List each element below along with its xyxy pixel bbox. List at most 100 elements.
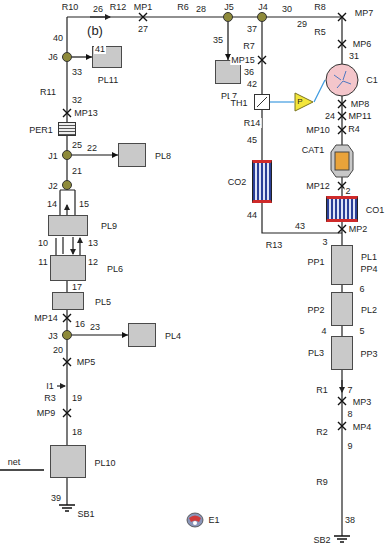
heat-exchanger: CO1 xyxy=(326,196,358,222)
component-label: PP4 xyxy=(359,264,378,274)
component-label: C1 xyxy=(365,75,379,85)
component-label: J5 xyxy=(223,2,235,12)
catalyst-unit: CAT1 xyxy=(330,144,354,178)
connector xyxy=(227,22,228,60)
component-label: PL2 xyxy=(360,305,378,315)
component-label: PL8 xyxy=(154,151,172,161)
callout-label: 16 xyxy=(74,319,86,329)
callout-label: PP1 xyxy=(306,257,325,267)
callout-label: 14 xyxy=(46,199,58,209)
callout-label: R1 xyxy=(315,385,329,395)
callout-label: 42 xyxy=(246,79,258,89)
panel-letter: (b) xyxy=(86,23,104,38)
compressor-outline xyxy=(326,64,358,96)
component-label: PER1 xyxy=(28,125,54,135)
connector xyxy=(72,154,118,155)
component-label: J1 xyxy=(47,151,59,161)
component-label: PL4 xyxy=(164,331,182,341)
connector xyxy=(270,101,294,102)
compressor-circle: C1 xyxy=(325,63,359,97)
junction-node: J3 xyxy=(62,330,72,340)
pipe-number: 22 xyxy=(86,143,98,153)
component-label: PL11 xyxy=(97,75,119,85)
callout-label: R11 xyxy=(39,87,57,97)
heat-exchanger: CO2 xyxy=(252,160,272,203)
callout-label: 9 xyxy=(346,441,353,451)
component-label: CAT1 xyxy=(301,145,325,155)
callout-label: MP8 xyxy=(350,99,371,109)
callout-label: 20 xyxy=(52,345,64,355)
engine-body xyxy=(187,513,203,527)
ground-symbol xyxy=(59,505,350,542)
pipe-number: 23 xyxy=(89,322,101,332)
callout-label: 11 xyxy=(37,257,48,267)
catalyst-core xyxy=(335,152,349,170)
callout-label: R13 xyxy=(265,240,284,250)
callout-label: R6 xyxy=(176,2,190,12)
junction-node: J5 xyxy=(223,12,233,22)
component-label: J6 xyxy=(47,52,59,62)
component-label: J4 xyxy=(257,2,269,12)
callout-label: 6 xyxy=(358,284,365,294)
component-label: PL1 xyxy=(360,252,378,262)
callout-label: MP12 xyxy=(305,181,331,191)
thermostat-detail xyxy=(257,97,267,107)
junction-node: J2 xyxy=(62,180,72,190)
callout-label: 40 xyxy=(52,33,64,43)
component-label: CO1 xyxy=(365,205,386,215)
component-label: TH1 xyxy=(229,98,248,108)
filter-unit: PER1 xyxy=(58,122,76,136)
callout-label: MP11 xyxy=(348,111,373,121)
callout-label: MP13 xyxy=(73,108,99,118)
callout-label: MP9 xyxy=(36,408,57,418)
component-box: PL2 xyxy=(331,292,353,326)
callout-label: R3 xyxy=(43,393,57,403)
component-label: PP3 xyxy=(359,349,378,359)
callout-label: 3 xyxy=(321,237,328,247)
callout-label: 28 xyxy=(195,4,207,14)
callout-label: 10 xyxy=(37,238,49,248)
component-label: PL6 xyxy=(106,264,124,274)
component-box: PL9 xyxy=(48,215,88,236)
callout-label: MP14 xyxy=(33,313,59,323)
callout-label: MP5 xyxy=(76,357,97,367)
callout-label: 30 xyxy=(281,4,293,14)
component-label: P xyxy=(296,97,303,107)
callout-label: 32 xyxy=(71,95,83,105)
component-box: PL6 xyxy=(50,255,86,281)
component-label: J2 xyxy=(47,181,59,191)
component-box: PL5 xyxy=(52,292,84,310)
component-label: E1 xyxy=(207,515,220,525)
pipe-number: 35 xyxy=(212,35,224,45)
callout-label: MP6 xyxy=(352,39,373,49)
callout-label: 19 xyxy=(71,393,83,403)
callout-label: R12 xyxy=(109,2,128,12)
callout-label: R2 xyxy=(315,427,329,437)
callout-label: net xyxy=(7,457,22,467)
callout-label: 45 xyxy=(246,135,258,145)
callout-label: 29 xyxy=(296,19,308,29)
engine-detail xyxy=(193,521,197,525)
callout-label: R7 xyxy=(242,41,256,51)
callout-label: 13 xyxy=(87,238,99,248)
callout-label: 43 xyxy=(294,221,306,231)
callout-label: MP2 xyxy=(348,224,369,234)
pump-triangle: P xyxy=(294,92,314,112)
callout-label: SB1 xyxy=(76,509,95,519)
callout-label: 12 xyxy=(87,257,99,267)
callout-label: 5 xyxy=(358,326,365,336)
callout-label: R8 xyxy=(313,2,327,12)
shape-outline xyxy=(255,95,269,109)
callout-label: R10 xyxy=(61,2,80,12)
component-box: PL1PP4 xyxy=(331,245,353,285)
component-box: PL8 xyxy=(118,143,146,167)
flow-arrow xyxy=(90,16,110,17)
shape-outline xyxy=(186,511,204,529)
component-box: PP3 xyxy=(331,336,353,370)
thermostat-box: TH1 xyxy=(254,94,270,110)
flow-arrow xyxy=(57,385,65,386)
pump-outline xyxy=(295,93,313,111)
